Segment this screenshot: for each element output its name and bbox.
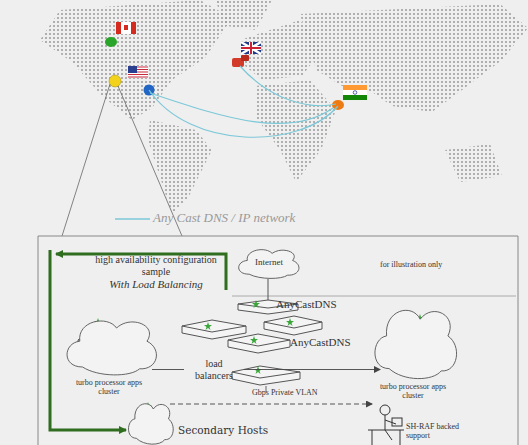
cluster-cloud: turbo processor apps cluster — [66, 316, 158, 376]
connector-line — [244, 369, 380, 370]
node-text: turbo processor apps cluster — [68, 378, 150, 396]
internet-cloud: Internet — [238, 247, 300, 279]
title-note: high availability configuration sample — [92, 254, 220, 277]
title-note: With Load Balancing — [92, 278, 220, 291]
site-dot — [109, 75, 121, 87]
network-label: Any Cast DNS / IP network — [153, 211, 353, 226]
node-text: turbo processor apps cluster — [376, 382, 450, 400]
network-arc — [149, 66, 338, 137]
flag-india — [343, 85, 367, 100]
note-label: for illustration only — [380, 260, 480, 269]
secondary-hosts-cloud: Secondary Hosts — [128, 400, 174, 445]
cluster-cloud: turbo processor apps cluster — [374, 304, 458, 380]
vlan-label: Gbps Private VLAN — [252, 388, 362, 397]
server-label: AnyCastDNS — [276, 298, 366, 311]
flag-canada — [116, 22, 136, 34]
cloud-outline — [66, 316, 158, 376]
load-balancer-group: load balancers — [186, 356, 242, 383]
node-text: Internet — [238, 247, 300, 267]
node-text: load balancers — [186, 356, 242, 383]
node-text: Secondary Hosts — [178, 424, 268, 436]
support-label: SH-RAF backed support — [406, 422, 466, 440]
flag-usa — [128, 66, 148, 78]
cloud-outline — [128, 400, 174, 445]
connector-line — [152, 369, 184, 370]
flag-uk — [241, 42, 261, 54]
site-dot — [105, 37, 117, 47]
support-person — [368, 405, 404, 445]
server-label: AnyCastDNS — [290, 336, 380, 349]
world-map — [40, 0, 528, 214]
cloud-outline — [374, 304, 458, 380]
